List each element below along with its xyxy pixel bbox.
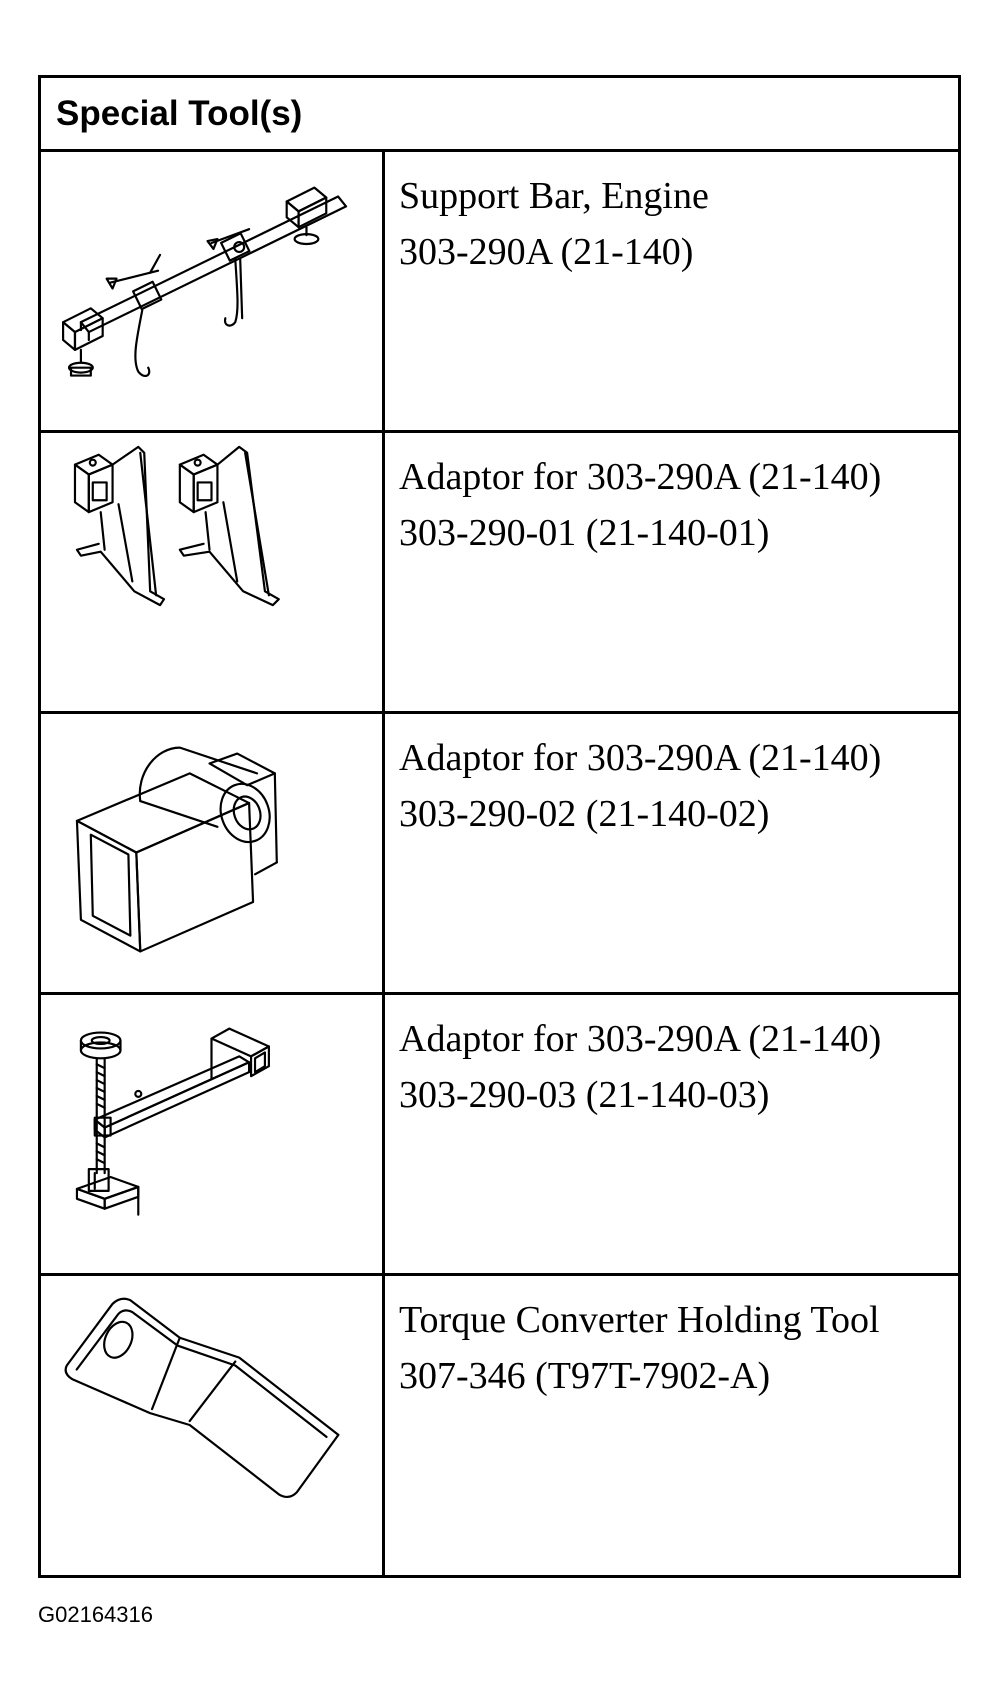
holding-tool-icon	[41, 1276, 385, 1575]
tool-description: Torque Converter Holding Tool 307-346 (T…	[385, 1276, 880, 1575]
engine-support-bar-icon	[41, 152, 385, 430]
tool-description: Adaptor for 303-290A (21-140) 303-290-03…	[385, 995, 881, 1273]
tool-description: Adaptor for 303-290A (21-140) 303-290-02…	[385, 714, 881, 992]
tool-name: Adaptor for 303-290A (21-140)	[399, 737, 882, 779]
tool-number: 303-290-01 (21-140-01)	[399, 512, 770, 554]
tool-row: Torque Converter Holding Tool 307-346 (T…	[41, 1276, 958, 1575]
special-tools-table: Special Tool(s)	[38, 75, 961, 1578]
tool-name: Torque Converter Holding Tool	[399, 1299, 880, 1341]
tool-row: Adaptor for 303-290A (21-140) 303-290-02…	[41, 714, 958, 995]
figure-id: G02164316	[38, 1602, 153, 1627]
tool-number: 307-346 (T97T-7902-A)	[399, 1355, 771, 1397]
tool-number: 303-290A (21-140)	[399, 231, 694, 273]
tool-description: Adaptor for 303-290A (21-140) 303-290-01…	[385, 433, 881, 711]
table-header: Special Tool(s)	[41, 78, 958, 152]
tool-name: Adaptor for 303-290A (21-140)	[399, 1018, 882, 1060]
tool-row: Adaptor for 303-290A (21-140) 303-290-01…	[41, 433, 958, 714]
tool-number: 303-290-03 (21-140-03)	[399, 1074, 770, 1116]
tool-name: Adaptor for 303-290A (21-140)	[399, 456, 882, 498]
tool-number: 303-290-02 (21-140-02)	[399, 793, 770, 835]
tool-description: Support Bar, Engine 303-290A (21-140)	[385, 152, 709, 430]
adaptor-screw-arm-icon	[41, 995, 385, 1273]
adaptor-block-icon	[41, 714, 385, 992]
tool-name: Support Bar, Engine	[399, 175, 709, 217]
adaptor-feet-icon	[41, 433, 385, 711]
tool-row: Adaptor for 303-290A (21-140) 303-290-03…	[41, 995, 958, 1276]
tool-row: Support Bar, Engine 303-290A (21-140)	[41, 152, 958, 433]
